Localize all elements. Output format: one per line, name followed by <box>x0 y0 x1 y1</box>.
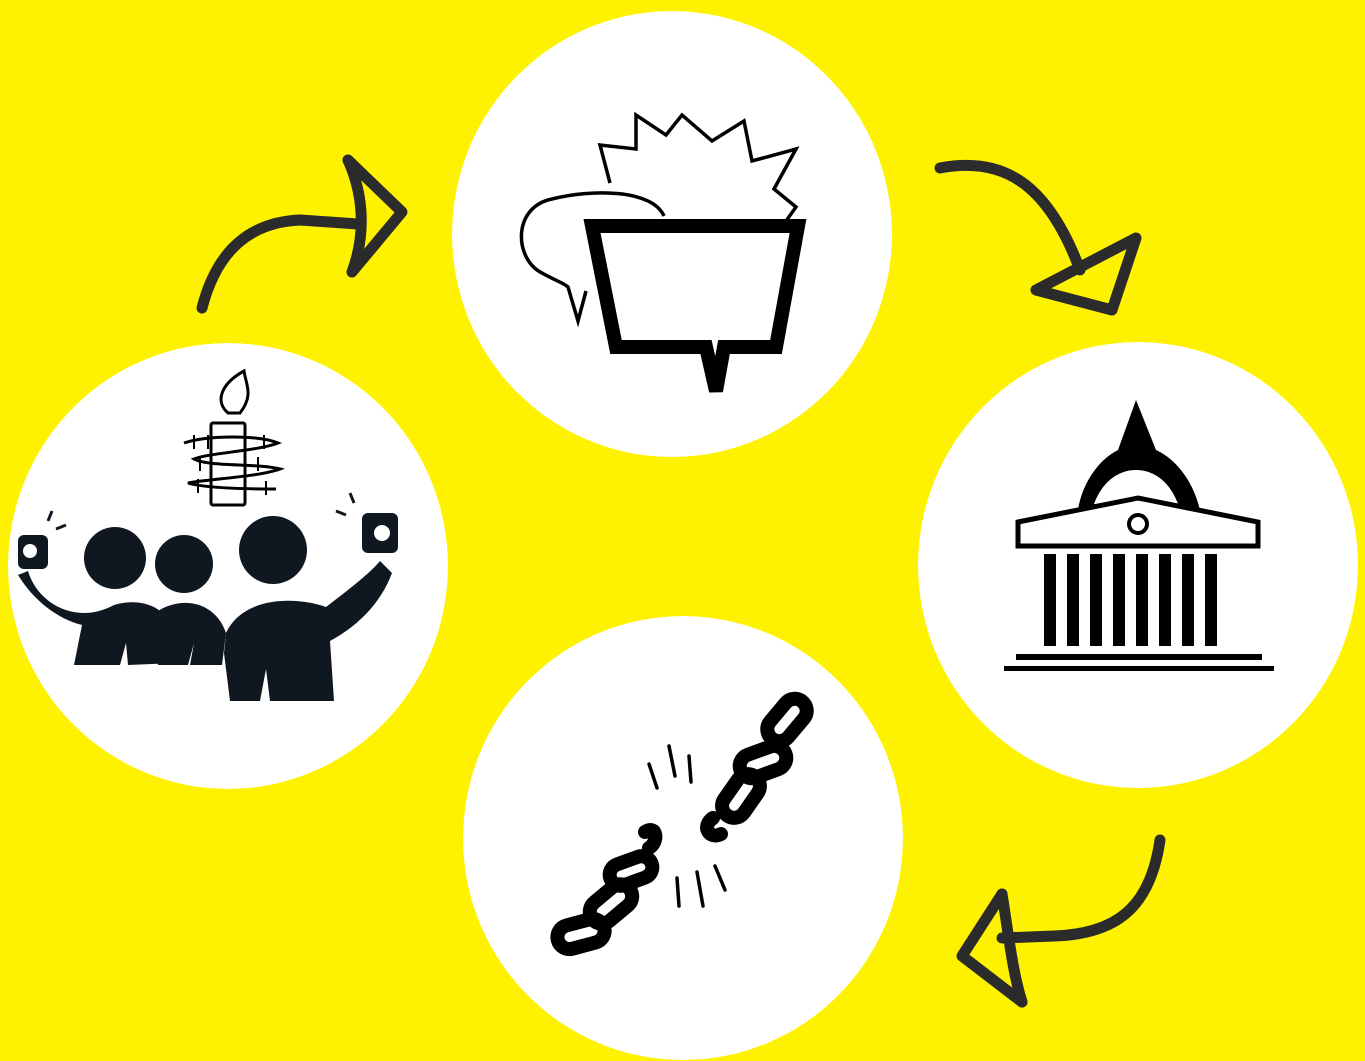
arrow-activists-to-speech-icon <box>196 154 408 314</box>
speech-bubbles-icon <box>452 11 892 457</box>
speech-node <box>452 11 892 458</box>
chains-node <box>463 616 903 1061</box>
government-node <box>918 342 1358 789</box>
arrow-government-to-chains-icon <box>956 834 1166 1008</box>
activists-node <box>8 343 448 789</box>
activists-with-candle-icon <box>8 343 448 789</box>
arrow-speech-to-government-icon <box>934 159 1142 316</box>
government-building-icon <box>918 342 1358 788</box>
broken-chain-icon <box>463 616 903 1060</box>
